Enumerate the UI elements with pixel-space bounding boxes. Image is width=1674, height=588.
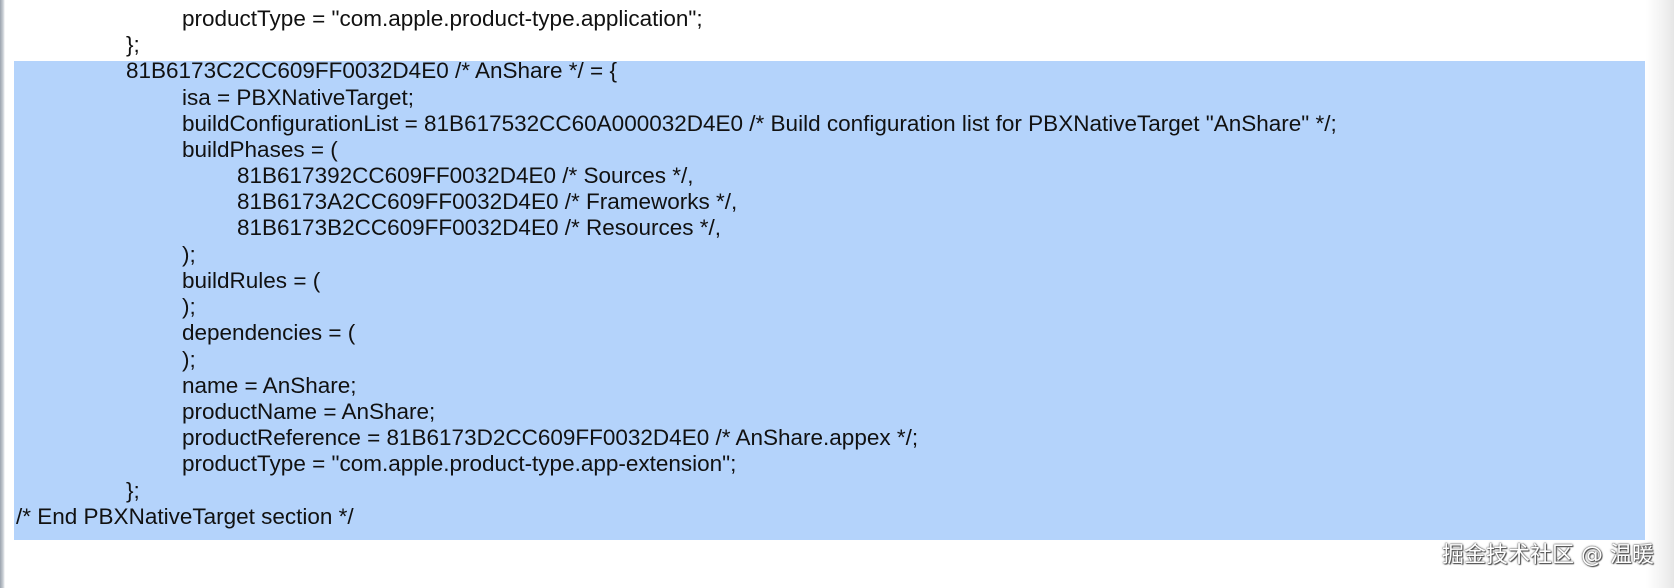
code-line: productName = AnShare; [182,399,436,424]
code-line: ); [182,347,196,372]
window-right-edge [1646,0,1674,588]
code-line: productType = "com.apple.product-type.ap… [182,451,737,476]
code-comment-line: /* End PBXNativeTarget section */ [16,504,354,529]
code-line: 81B617392CC609FF0032D4E0 /* Sources */, [237,163,694,188]
code-line: 81B6173B2CC609FF0032D4E0 /* Resources */… [237,215,722,240]
code-line: 81B6173A2CC609FF0032D4E0 /* Frameworks *… [237,189,738,214]
code-line: productReference = 81B6173D2CC609FF0032D… [182,425,919,450]
code-line: productType = "com.apple.product-type.ap… [182,6,703,31]
code-line: }; [126,478,140,503]
code-line: buildRules = ( [182,268,321,293]
code-line: dependencies = ( [182,320,356,345]
code-line: buildPhases = ( [182,137,338,162]
code-line: isa = PBXNativeTarget; [182,85,414,110]
code-line: name = AnShare; [182,373,357,398]
code-line: ); [182,242,196,267]
watermark: 掘金技术社区 @ 温暖 [1442,543,1654,568]
code-line: }; [126,32,140,57]
code-line: 81B6173C2CC609FF0032D4E0 /* AnShare */ =… [126,58,617,83]
window-left-edge [0,0,5,588]
code-line: ); [182,294,196,319]
text-selection-highlight [14,61,1645,540]
code-line: buildConfigurationList = 81B617532CC60A0… [182,111,1337,136]
